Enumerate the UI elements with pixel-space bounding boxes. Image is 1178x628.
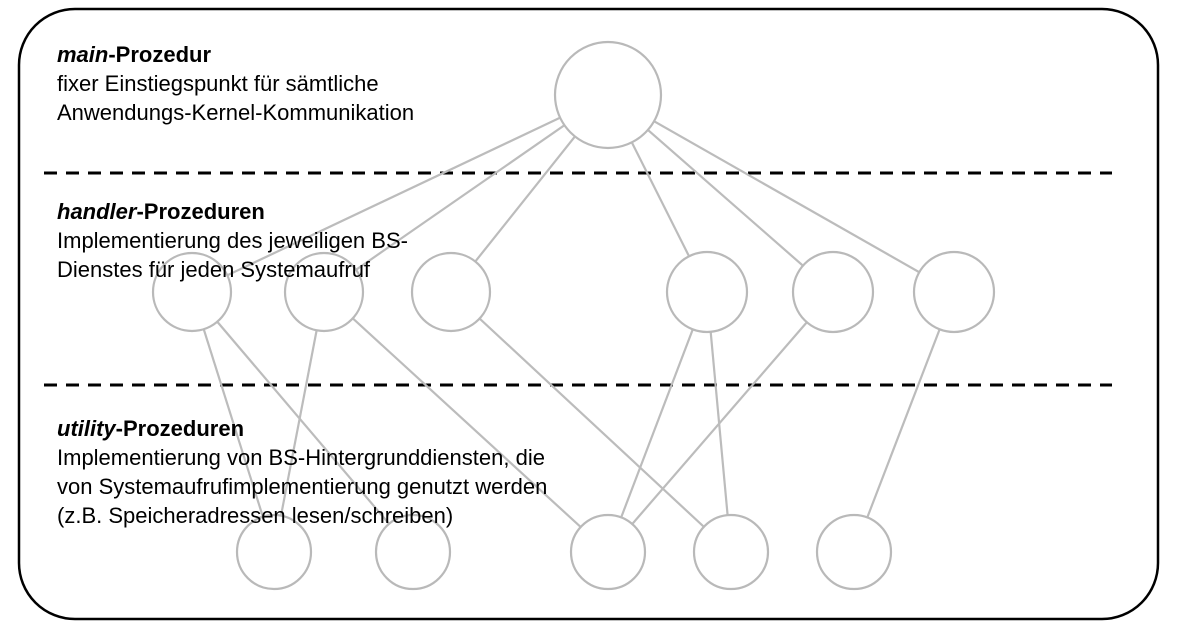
outer-border (17, 7, 1160, 621)
utility-procedures-description-line: Implementierung von BS-Hintergrunddienst… (57, 445, 545, 470)
call-edge-h2-u3 (323, 291, 609, 553)
handler-procedure-node-h3 (410, 251, 492, 333)
utility-procedures-description-line: von Systemaufrufimplementierung genutzt … (57, 474, 548, 499)
utility-procedures-label-block: utility-Prozeduren Implementierung von B… (57, 414, 547, 530)
main-procedure-title-rest: -Prozedur (108, 42, 212, 67)
handler-procedures-description-line: Implementierung des jeweiligen BS- (57, 228, 408, 253)
call-edge-main-h1 (191, 94, 609, 293)
main-procedure-node-main (553, 40, 663, 150)
utility-procedure-node-u5 (815, 513, 893, 591)
utility-procedures-description-line: (z.B. Speicheradressen lesen/schreiben) (57, 503, 454, 528)
utility-procedure-node-u2 (374, 513, 452, 591)
call-edge-h2-u1 (272, 291, 326, 553)
handler-procedures-label-block: handler-Prozeduren Implementierung des j… (57, 197, 408, 284)
call-edge-h6-u5 (852, 291, 956, 553)
utility-procedure-node-u4 (692, 513, 770, 591)
call-edge-h3-u4 (450, 291, 732, 553)
call-edge-h4-u4 (705, 291, 733, 553)
handler-procedure-node-h2 (283, 251, 365, 333)
call-edge-h4-u3 (606, 291, 709, 553)
call-edge-h1-u2 (191, 291, 414, 553)
utility-procedure-node-u1 (235, 513, 313, 591)
main-procedure-title: main-Prozedur (57, 40, 414, 69)
handler-procedure-node-h4 (665, 250, 749, 334)
utility-procedures-title-rest: -Prozeduren (115, 416, 245, 441)
call-edge-h5-u3 (607, 291, 834, 553)
utility-procedure-node-u3 (569, 513, 647, 591)
handler-procedures-title: handler-Prozeduren (57, 197, 408, 226)
main-procedure-label-block: main-Prozedur fixer Einstiegspunkt für s… (57, 40, 414, 127)
handler-procedures-title-rest: -Prozeduren (136, 199, 265, 224)
call-edge-main-h6 (607, 94, 955, 293)
call-edge-h1-u1 (190, 291, 276, 553)
handler-procedure-node-h6 (912, 250, 996, 334)
handler-procedure-node-h1 (151, 251, 233, 333)
main-procedure-description-line: Anwendungs-Kernel-Kommunikation (57, 100, 415, 125)
main-procedure-description-line: fixer Einstiegspunkt für sämtliche (57, 71, 379, 96)
call-edge-main-h2 (323, 94, 609, 293)
handler-procedures-description-line: Dienstes für jeden Systemaufruf (57, 257, 371, 282)
utility-procedures-title: utility-Prozeduren (57, 414, 547, 443)
handler-procedure-node-h5 (791, 250, 875, 334)
handler-procedures-title-emphasis: handler (57, 199, 137, 224)
main-procedure-title-emphasis: main (57, 42, 109, 67)
utility-procedures-title-emphasis: utility (57, 416, 116, 441)
